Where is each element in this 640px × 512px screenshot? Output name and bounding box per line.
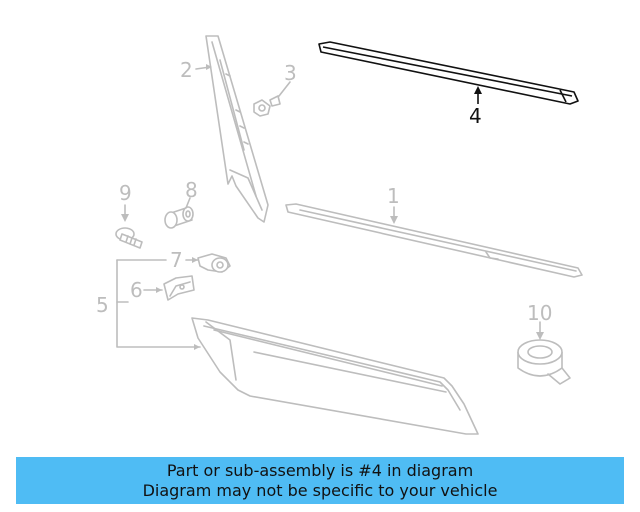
callout-1-label: 1: [387, 184, 400, 208]
callout-7-label: 7: [170, 248, 183, 272]
part-8-grommet: [164, 206, 194, 229]
part-5-lower-molding: [191, 317, 479, 435]
callout-2: 2: [180, 58, 212, 82]
callout-1: 1: [387, 184, 400, 224]
callout-10-label: 10: [527, 301, 552, 325]
callout-2-label: 2: [180, 58, 193, 82]
part-6-bracket: [163, 275, 195, 301]
callout-4-label: 4: [469, 104, 482, 128]
part-9-screw: [115, 227, 143, 249]
part-2-pillar-channel: [205, 35, 269, 223]
callout-8-label: 8: [185, 178, 198, 202]
callout-4: 4: [469, 86, 482, 128]
part-10-tape-roll: [517, 339, 571, 385]
callout-10: 10: [527, 301, 552, 340]
part-4-top-molding: [318, 41, 579, 105]
callout-5-group: 5 6 7: [96, 248, 201, 350]
callout-3: 3: [278, 61, 297, 97]
part-7-retainer: [197, 253, 231, 273]
callout-6-label: 6: [130, 278, 143, 302]
banner-line-disclaimer: Diagram may not be specific to your vehi…: [142, 480, 498, 500]
part-1-belt-molding: [285, 203, 583, 278]
callout-3-label: 3: [284, 61, 297, 85]
callout-8: 8: [185, 178, 198, 209]
banner-line-part: Part or sub-assembly is #4 in diagram: [166, 460, 474, 480]
callout-9-label: 9: [119, 181, 132, 205]
callout-9: 9: [119, 181, 132, 222]
info-banner: Part or sub-assembly is #4 in diagram Di…: [16, 457, 624, 504]
part-3-clip: [253, 95, 281, 117]
callout-5-label: 5: [96, 293, 109, 317]
